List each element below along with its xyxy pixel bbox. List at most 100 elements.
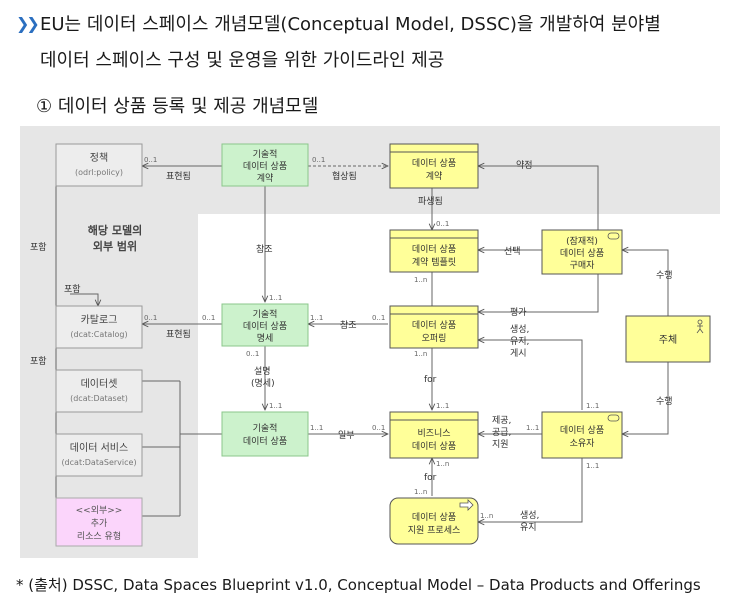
svg-text:(dcat:Catalog): (dcat:Catalog): [70, 330, 127, 339]
svg-text:추가: 추가: [91, 518, 108, 529]
label-for-2: for: [424, 473, 437, 483]
svg-text:데이터 상품: 데이터 상품: [560, 425, 604, 436]
label-part-of: 일부: [338, 430, 355, 441]
mult-spec-tech: 1..1: [310, 314, 323, 322]
svg-text:기술적: 기술적: [253, 148, 278, 160]
mult-business-support: 1..n: [436, 460, 449, 468]
svg-text:(dcat:DataService): (dcat:DataService): [61, 458, 136, 467]
label-description-2: (명세): [251, 378, 275, 389]
mult-policy: 0..1: [144, 156, 157, 164]
edge-owner-support: [478, 458, 583, 522]
label-evaluate: 평가: [510, 307, 527, 318]
svg-text:기술적: 기술적: [253, 308, 278, 320]
svg-text:리소스 유형: 리소스 유형: [77, 531, 121, 542]
box-catalog: 카탈로그 (dcat:Catalog): [55, 305, 143, 349]
svg-text:데이터 상품: 데이터 상품: [560, 248, 604, 259]
label-description-1: 설명: [254, 366, 271, 377]
svg-text:주체: 주체: [659, 334, 677, 346]
edge-owner-offering: [478, 340, 583, 410]
mult-product-top: 1..1: [269, 402, 282, 410]
actor-icon: [696, 319, 704, 334]
box-dataservice: 데이터 서비스 (dcat:DataService): [55, 433, 143, 477]
intro-line-2: 데이터 스페이스 구성 및 운영을 위한 가이드라인 제공: [40, 50, 445, 71]
svg-text:계약: 계약: [257, 172, 274, 184]
label-negotiated: 협상됨: [332, 170, 357, 182]
label-select: 선택: [504, 246, 521, 257]
label-create-maintain-post-1: 생성,: [510, 324, 529, 335]
mult-business-bottom: 1..n: [414, 488, 427, 496]
label-for-1: for: [424, 375, 437, 385]
label-express-2: 표현됨: [166, 328, 191, 340]
svg-text:오퍼링: 오퍼링: [422, 332, 447, 344]
section-subtitle: ① 데이터 상품 등록 및 제공 개념모델: [36, 96, 319, 117]
role-icon: [607, 414, 620, 422]
label-include-2: 포함: [64, 284, 81, 295]
mult-template: 0..1: [436, 220, 449, 228]
label-reference-1: 참조: [256, 244, 273, 255]
edge-entity-owner: [622, 362, 669, 434]
svg-text:<<외부>>: <<외부>>: [76, 504, 123, 516]
mult-business-left: 0..1: [372, 424, 385, 432]
svg-text:데이터 상품: 데이터 상품: [412, 158, 456, 169]
scope-label-line1: 해당 모델의: [88, 223, 142, 237]
mult-support-right: 1..n: [480, 512, 493, 520]
label-provide-2: 공급,: [492, 427, 511, 438]
svg-text:카탈로그: 카탈로그: [81, 313, 118, 326]
svg-text:정책: 정책: [90, 152, 108, 164]
box-tech-contract: 기술적 데이터 상품 계약: [221, 143, 309, 187]
svg-text:데이터 상품: 데이터 상품: [243, 321, 287, 332]
label-create-maintain-post-3: 게시: [510, 348, 527, 359]
label-create-maintain-post-2: 유지,: [510, 336, 529, 347]
box-contract: 데이터 상품 계약: [389, 143, 479, 189]
mult-catalog: 0..1: [144, 314, 157, 322]
label-express-1: 표현됨: [166, 170, 191, 182]
edge-buyer-contract: [478, 166, 599, 230]
label-create-maintain-1: 생성,: [520, 510, 539, 521]
label-include-1: 포함: [30, 242, 47, 253]
svg-text:데이터 상품: 데이터 상품: [243, 436, 287, 447]
svg-text:구매자: 구매자: [570, 260, 596, 271]
label-reference-2: 참조: [340, 320, 357, 331]
svg-text:지원 프로세스: 지원 프로세스: [408, 525, 461, 536]
svg-text:기술적: 기술적: [253, 422, 278, 434]
mult-product-right: 1..1: [310, 424, 323, 432]
svg-text:데이터 상품: 데이터 상품: [412, 320, 456, 331]
box-offering: 데이터 상품 오퍼링: [389, 305, 479, 349]
svg-text:(dcat:Dataset): (dcat:Dataset): [70, 394, 128, 403]
label-agreement: 약정: [516, 159, 533, 171]
label-provide-3: 지원: [492, 439, 509, 450]
label-create-maintain-2: 유지: [520, 522, 537, 533]
box-extra-resource: <<외부>> 추가 리소스 유형: [55, 497, 143, 547]
box-template: 데이터 상품 계약 템플릿: [389, 229, 479, 273]
svg-text:데이터 상품: 데이터 상품: [412, 441, 456, 452]
conceptual-model-diagram: 해당 모델의 외부 범위: [20, 126, 720, 558]
mult-owner-left: 1..1: [526, 424, 539, 432]
svg-text:계약 템플릿: 계약 템플릿: [412, 256, 456, 268]
svg-text:소유자: 소유자: [570, 438, 596, 449]
label-derived: 파생됨: [418, 195, 443, 207]
intro-line-1: EU는 데이터 스페이스 개념모델(Conceptual Model, DSSC…: [40, 14, 661, 35]
role-icon: [607, 232, 620, 240]
svg-text:데이터 서비스: 데이터 서비스: [70, 442, 128, 454]
label-provide-1: 제공,: [492, 415, 511, 426]
include-arrow-catalog: [70, 293, 98, 306]
edge-entity-buyer: [622, 250, 669, 316]
box-support: 데이터 상품 지원 프로세스: [389, 497, 479, 545]
mult-owner-top: 1..1: [586, 402, 599, 410]
svg-text:데이터 상품: 데이터 상품: [243, 161, 287, 172]
edge-resources-product: [142, 380, 222, 517]
box-tech-spec: 기술적 데이터 상품 명세: [221, 303, 309, 347]
box-policy: 정책 (odrl:policy): [55, 143, 143, 187]
box-tech-product: 기술적 데이터 상품: [221, 411, 309, 457]
label-perform-2: 수행: [656, 395, 673, 407]
mult-spec-top: 1..1: [269, 294, 282, 302]
svg-text:(odrl:policy): (odrl:policy): [75, 168, 123, 177]
mult-contract: 0..1: [312, 156, 325, 164]
scope-label-line2: 외부 범위: [93, 239, 137, 253]
svg-text:계약: 계약: [426, 170, 443, 182]
box-business: 비즈니스 데이터 상품: [389, 411, 479, 459]
mult-offering-bottom: 1..n: [414, 350, 427, 358]
double-chevron-icon: ❯❯: [16, 14, 40, 33]
mult-spec-right: 0..1: [372, 314, 385, 322]
process-arrow-icon: [459, 499, 474, 511]
